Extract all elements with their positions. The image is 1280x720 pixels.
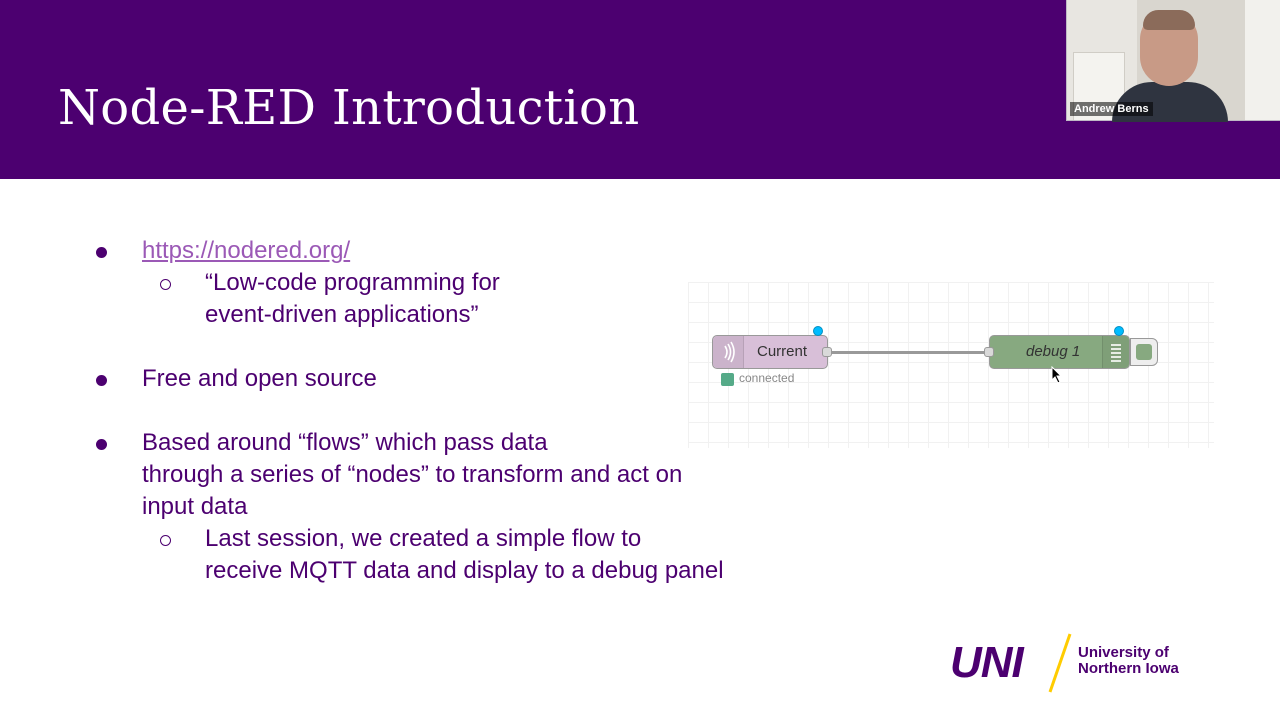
- status-dot-icon: [721, 373, 734, 386]
- university-name: University of Northern Iowa: [1078, 645, 1179, 677]
- mqtt-node-label: Current: [757, 343, 808, 360]
- mqtt-in-node[interactable]: Current: [712, 335, 828, 369]
- debug-toggle-icon: [1136, 344, 1152, 360]
- changed-indicator-icon: [813, 326, 823, 336]
- bullet-dot: [96, 247, 107, 258]
- university-name-line1: University of: [1078, 644, 1169, 661]
- mqtt-icon: [713, 336, 744, 368]
- bullet-flows-line3: input data: [142, 493, 248, 520]
- debug-list-icon: [1102, 336, 1129, 368]
- bullet-dot: [96, 439, 107, 450]
- mouse-cursor-icon: [1051, 365, 1063, 389]
- nodered-link[interactable]: https://nodered.org/: [142, 237, 351, 264]
- logo-slash-icon: [1046, 632, 1074, 699]
- debug-node[interactable]: debug 1: [989, 335, 1130, 369]
- sub-bullet-quote-line2: event-driven applications”: [205, 301, 479, 328]
- participant-hair: [1143, 10, 1195, 30]
- changed-indicator-icon: [1114, 326, 1124, 336]
- node-status: connected: [739, 371, 795, 385]
- flow-wire: [830, 351, 990, 354]
- sub-bullet-ring: [160, 279, 171, 290]
- sub-bullet-session-line2: receive MQTT data and display to a debug…: [205, 557, 724, 584]
- bullet-link[interactable]: https://nodered.org/: [142, 235, 350, 267]
- sub-bullet-session-line1: Last session, we created a simple flow t…: [205, 525, 642, 552]
- input-port[interactable]: [984, 347, 994, 357]
- bullet-dot: [96, 375, 107, 386]
- university-name-line2: Northern Iowa: [1078, 660, 1179, 677]
- bullet-flows-line2: through a series of “nodes” to transform…: [142, 461, 683, 488]
- slide-title: Node-RED Introduction: [58, 80, 640, 136]
- participant-name: Andrew Berns: [1070, 102, 1153, 116]
- debug-toggle-button[interactable]: [1130, 338, 1158, 366]
- sub-bullet-quote-line1: “Low-code programming for: [205, 269, 500, 296]
- debug-node-label: debug 1: [1026, 343, 1081, 360]
- uni-logo-mark: UNI: [950, 638, 1024, 687]
- bullet-open-source: Free and open source: [142, 365, 377, 392]
- video-background-window: [1245, 0, 1280, 120]
- output-port[interactable]: [822, 347, 832, 357]
- sub-bullet-ring: [160, 535, 171, 546]
- bullet-flows-line1: Based around “flows” which pass data: [142, 429, 548, 456]
